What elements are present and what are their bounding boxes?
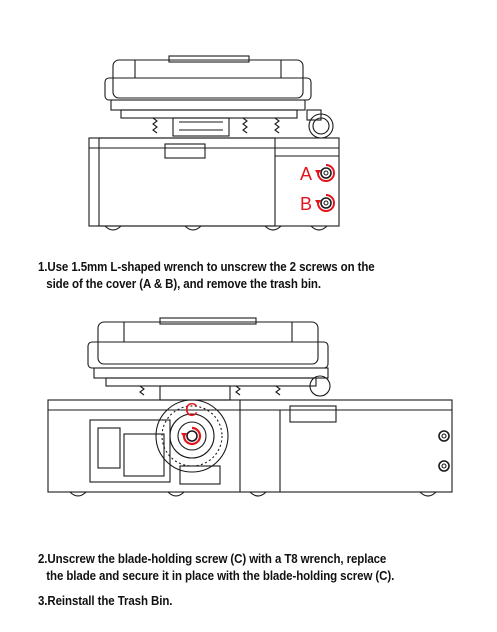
- step-2-line-2: the blade and secure it in place with th…: [46, 569, 395, 583]
- instruction-step-3: 3.Reinstall the Trash Bin.: [38, 593, 172, 610]
- step-1-line-2: side of the cover (A & B), and remove th…: [46, 277, 321, 291]
- label-b: B: [300, 194, 312, 214]
- step-3-line-1: 3.Reinstall the Trash Bin.: [38, 594, 173, 608]
- step-1-line-1: 1.Use 1.5mm L-shaped wrench to unscrew t…: [38, 260, 375, 274]
- figure-cleaver-side-view-2: C: [40, 316, 465, 526]
- body-main-2: [47, 399, 453, 493]
- figure-cleaver-side-view-1: A B: [75, 38, 355, 238]
- lid-top: [112, 59, 304, 99]
- screw-c-icon: [181, 426, 202, 446]
- instruction-step-2: 2.Unscrew the blade-holding screw (C) wi…: [38, 551, 394, 585]
- cleaver-drawing-2: C: [47, 317, 453, 497]
- screw-b-icon: [315, 194, 335, 212]
- cleaver-drawing-1: A B: [88, 55, 340, 231]
- instruction-step-1: 1.Use 1.5mm L-shaped wrench to unscrew t…: [38, 259, 375, 293]
- label-c: C: [185, 400, 198, 420]
- label-a: A: [300, 164, 312, 184]
- step-2-line-1: 2.Unscrew the blade-holding screw (C) wi…: [38, 552, 387, 566]
- screw-a-icon: [315, 164, 335, 182]
